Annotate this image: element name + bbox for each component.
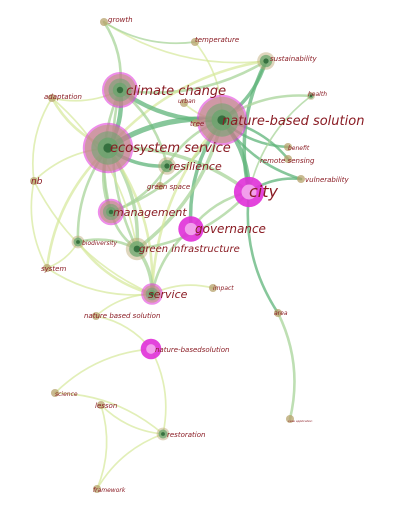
edge-lesson-restoration — [100, 404, 164, 435]
edge-growth-sustainability — [103, 21, 267, 64]
edge-service-system — [46, 267, 153, 296]
node-nb — [30, 177, 38, 185]
node-layer — [30, 18, 315, 493]
edge-restoration-framework — [96, 433, 164, 490]
node-health — [307, 92, 315, 100]
node-nature-basedsolution — [140, 338, 162, 360]
label-case-application: case application — [288, 419, 312, 423]
label-nb: nb — [31, 177, 43, 187]
node-science — [51, 389, 59, 397]
label-growth: growth — [108, 16, 133, 24]
label-management: management — [113, 206, 187, 219]
edge-nb-adaptation — [31, 97, 53, 182]
label-impact: impact — [213, 285, 234, 292]
edge-nb-service — [33, 180, 153, 295]
edge-sustainability-climate_change — [118, 59, 268, 94]
label-nature-based-solution-2: nature based solution — [84, 312, 160, 320]
node-urban — [180, 99, 188, 107]
label-nature-based-solution: nature-based solution — [222, 114, 364, 129]
node-remote-sensing — [284, 155, 292, 163]
label-health: health — [308, 91, 327, 98]
label-green-infrastructure: green infrastructure — [139, 244, 240, 255]
node-impact — [209, 284, 217, 292]
label-benefit: benefit — [288, 145, 310, 152]
node-ecosystem-service — [82, 122, 134, 174]
edge-area-case_application — [276, 311, 296, 421]
node-resilience — [158, 157, 176, 175]
label-remote-sensing: remote sensing — [260, 157, 315, 165]
node-vulnerability — [297, 175, 305, 183]
label-green-space: green space — [147, 183, 190, 191]
label-service: service — [148, 288, 188, 301]
label-area: area — [274, 310, 288, 317]
edge-growth-temperature — [103, 21, 196, 45]
node-lesson — [97, 401, 105, 409]
node-service — [141, 283, 163, 305]
node-adaptation — [48, 94, 56, 102]
node-growth — [100, 18, 108, 26]
label-framework: framework — [93, 487, 126, 494]
label-adaptation: adaptation — [44, 93, 82, 101]
node-benefit — [284, 143, 292, 151]
label-vulnerability: vulnerability — [305, 176, 349, 184]
node-system — [43, 264, 51, 272]
label-system: system — [41, 265, 66, 273]
node-area — [274, 309, 282, 317]
node-framework — [93, 485, 101, 493]
node-climate-change — [102, 72, 138, 108]
node-tree — [192, 119, 200, 127]
label-climate-change: climate change — [126, 84, 226, 99]
node-governance — [178, 216, 204, 242]
label-science: science — [55, 391, 78, 398]
label-urban: urban — [178, 98, 196, 105]
node-case-application — [286, 415, 294, 423]
edge-lesson-framework — [96, 404, 108, 490]
label-ecosystem-service: ecosystem service — [110, 141, 231, 156]
node-green-space — [156, 182, 164, 190]
edge-city-area — [246, 190, 280, 315]
label-sustainability: sustainability — [270, 55, 317, 63]
label-nature-basedsolution: nature-basedsolution — [155, 346, 229, 354]
node-management — [97, 198, 125, 226]
edge-nature_basedsolution-restoration — [150, 348, 167, 435]
label-tree: tree — [190, 120, 204, 128]
node-restoration — [156, 427, 170, 441]
edge-nb-system — [30, 180, 48, 269]
node-nature-based-solution — [196, 94, 248, 146]
node-temperature — [191, 38, 199, 46]
label-temperature: temperature — [195, 36, 239, 44]
node-green-infrastructure — [125, 237, 149, 261]
label-resilience: resilience — [169, 160, 222, 173]
label-governance: governance — [195, 222, 266, 236]
edge-nature_basedsolution-science — [54, 348, 152, 394]
node-biodiversity — [71, 235, 85, 249]
label-lesson: lesson — [95, 402, 117, 410]
label-restoration: restoration — [167, 431, 205, 439]
label-city: city — [249, 182, 279, 201]
label-layer: growth temperature sustainability climate c… — [31, 16, 364, 494]
label-biodiversity: biodiversity — [82, 240, 117, 247]
node-sustainability — [257, 52, 275, 70]
node-city — [233, 176, 265, 208]
edge-science-restoration — [54, 392, 164, 435]
node-nature-based-solution-2 — [92, 312, 100, 320]
